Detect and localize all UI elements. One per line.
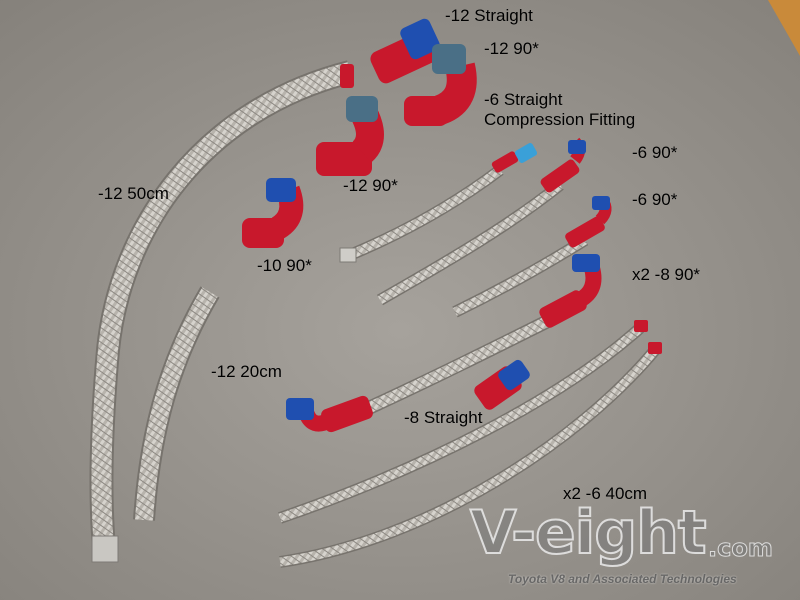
fitting-12-straight <box>370 18 440 84</box>
label-6-90-a: -6 90* <box>632 143 678 162</box>
label-12-90-top: -12 90* <box>484 39 539 58</box>
watermark-tagline: Toyota V8 and Associated Technologies <box>508 572 737 586</box>
label-x2-6-40cm: x2 -6 40cm <box>563 484 648 503</box>
label-6-straight: -6 Straight <box>484 90 563 109</box>
watermark-tld: .com <box>708 534 774 563</box>
hose-6-straight <box>339 143 538 263</box>
label-6-straight-compression: -6 Straight Compression Fitting <box>484 90 635 130</box>
fitting-8-straight <box>474 359 530 410</box>
fitting-10-90 <box>242 178 304 248</box>
hose-6-90-a <box>377 137 586 306</box>
hose-6-40cm-pair <box>278 320 662 568</box>
label-6-90-b: -6 90* <box>632 190 678 209</box>
label-12-90-mid: -12 90* <box>343 176 398 195</box>
watermark-brand: V-eight <box>469 497 708 569</box>
label-compression-fitting: Compression Fitting <box>484 110 636 129</box>
label-12-50cm: -12 50cm <box>98 184 169 203</box>
label-x2-8-90: x2 -8 90* <box>632 265 701 284</box>
v-eight-watermark: V-eight .com Toyota V8 and Associated Te… <box>469 497 800 600</box>
hose-8-90 <box>286 254 602 433</box>
label-12-20cm: -12 20cm <box>211 362 282 381</box>
label-8-straight: -8 Straight <box>404 408 483 427</box>
fitting-12-90-mid <box>316 96 384 176</box>
hose-12-20cm <box>133 286 220 521</box>
hose-6-90-b <box>452 196 612 318</box>
corner-object <box>768 0 800 56</box>
label-12-straight: -12 Straight <box>445 6 533 25</box>
fitting-12-90-top <box>404 44 477 126</box>
label-10-90: -10 90* <box>257 256 312 275</box>
hose-12-50cm <box>89 60 354 563</box>
